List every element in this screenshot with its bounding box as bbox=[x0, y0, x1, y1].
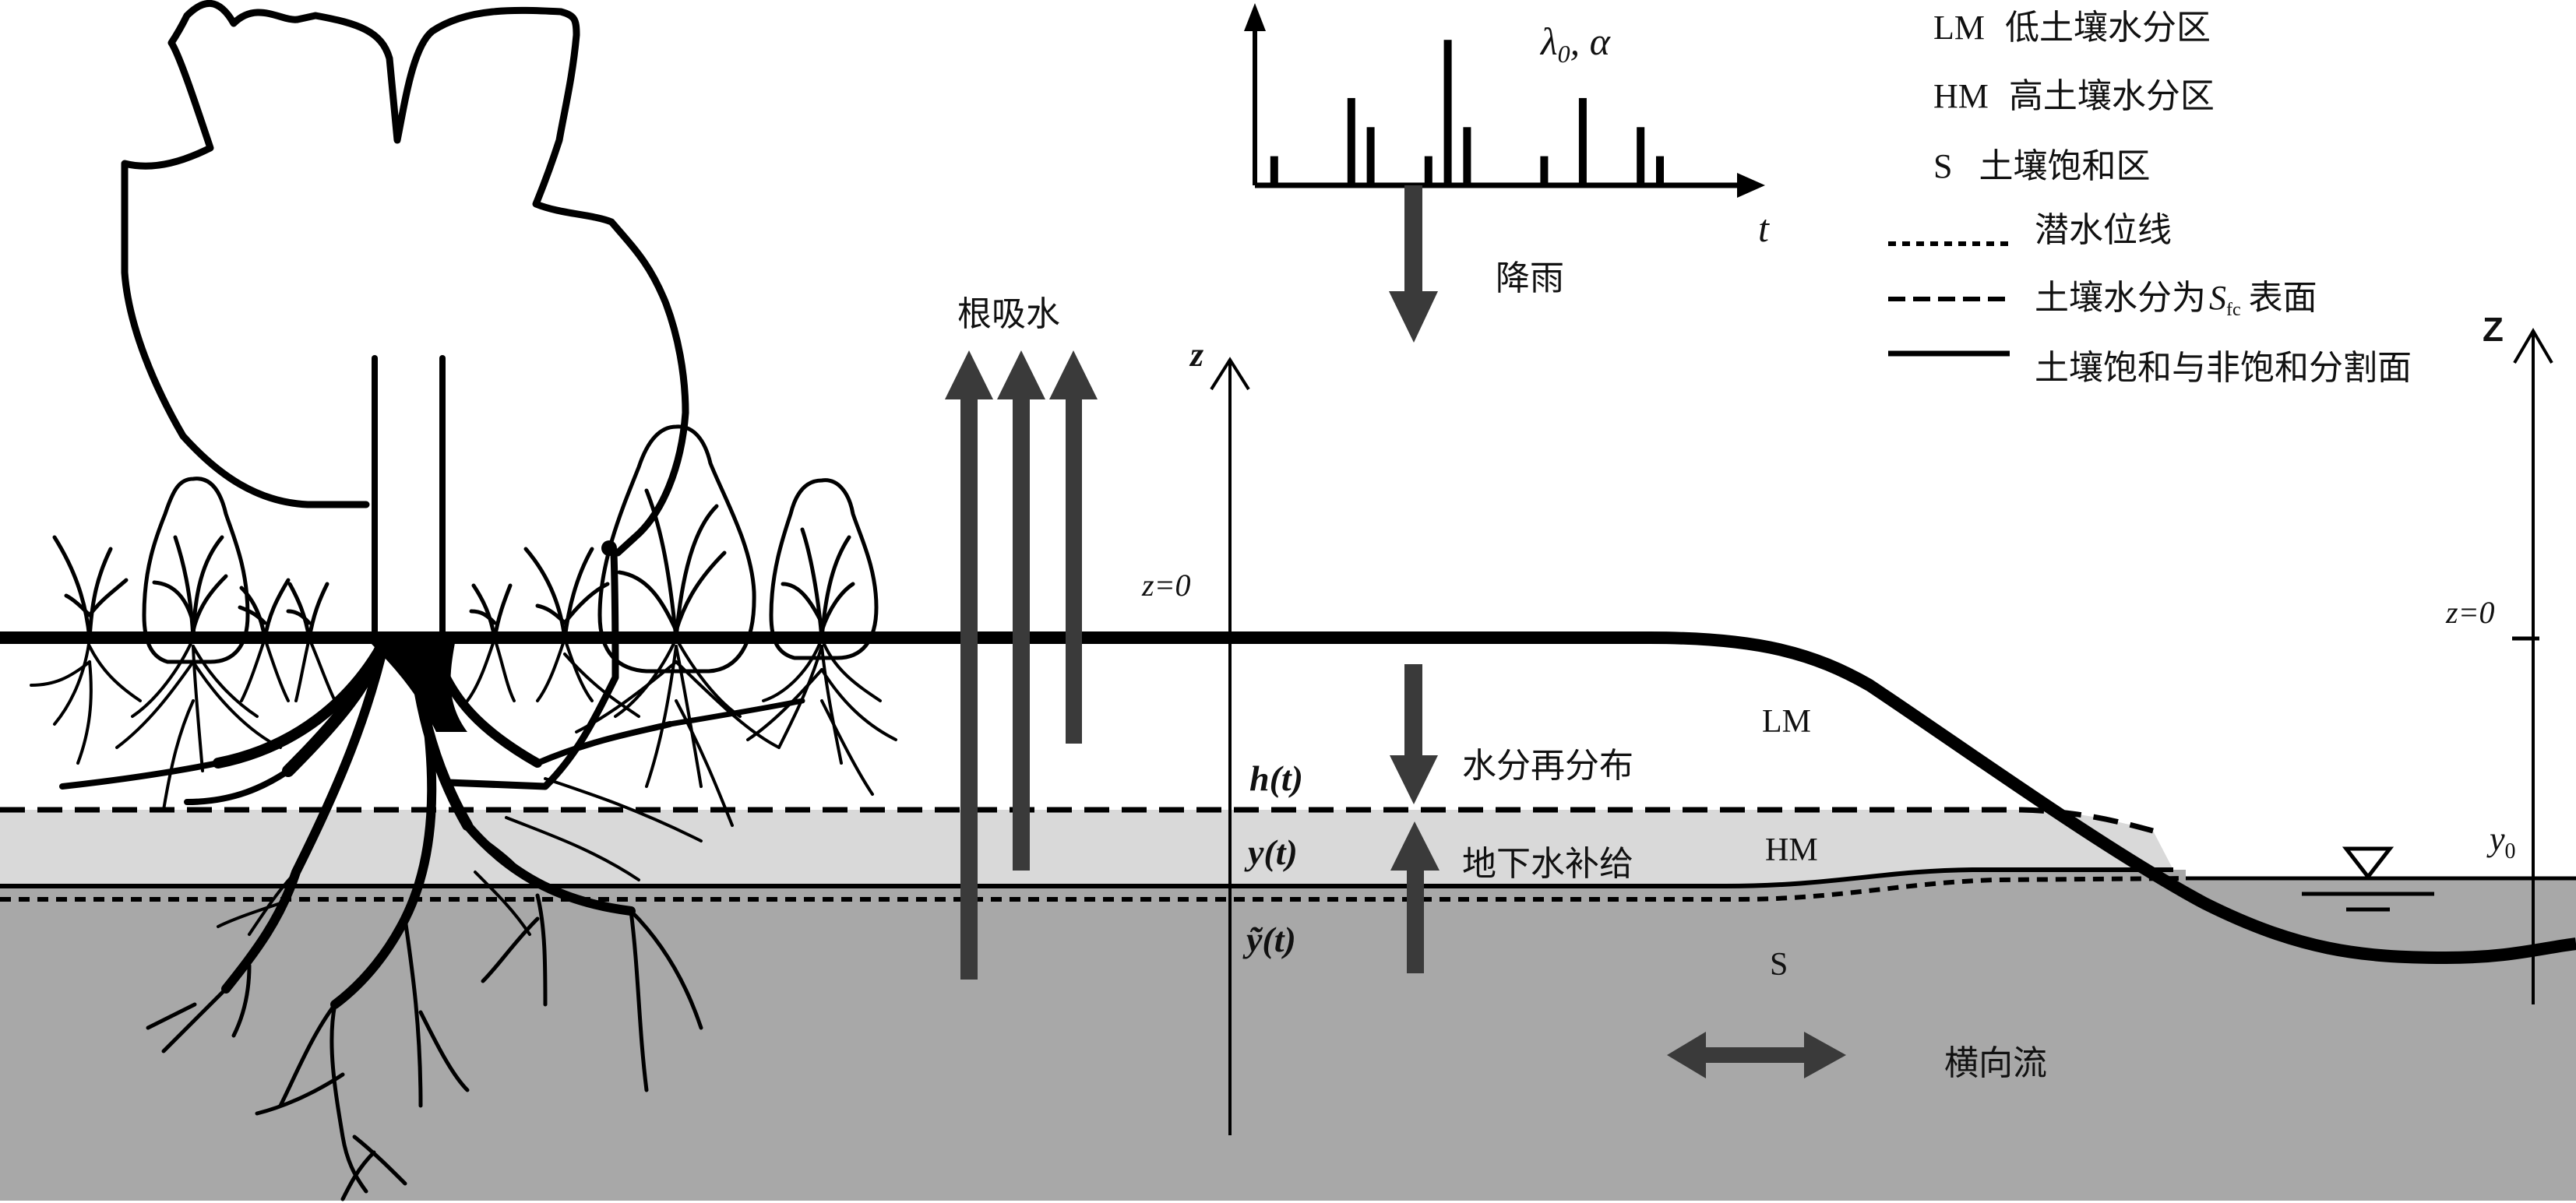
process-arrows bbox=[945, 185, 1846, 1078]
root-uptake-arrow-1 bbox=[945, 350, 993, 980]
rainfall-pulse-7 bbox=[1540, 156, 1549, 185]
ground-surface bbox=[0, 631, 2576, 965]
y-t-label: y(t) bbox=[1244, 832, 1298, 872]
rainfall-pulse-8 bbox=[1578, 97, 1587, 185]
high-moisture-zone bbox=[0, 810, 2173, 886]
saturated-zone bbox=[0, 870, 2576, 1201]
hm-zone-label: HM bbox=[1765, 832, 1818, 868]
lateral-flow-label: 横向流 bbox=[1944, 1043, 2047, 1083]
water-level-icon bbox=[2302, 846, 2434, 912]
rainfall-pulse-2 bbox=[1347, 97, 1355, 185]
left-z-axis bbox=[1210, 357, 1250, 1135]
legend-hm: HM 高土壤水分区 bbox=[1933, 76, 2215, 116]
boundary-lines bbox=[0, 631, 2576, 965]
legend-lm-text: 低土壤水分区 bbox=[2005, 8, 2211, 47]
tree-canopy bbox=[121, 0, 689, 790]
root-system bbox=[30, 637, 897, 1201]
rainfall-pulse-10 bbox=[1656, 156, 1664, 185]
rainfall-chart: λ0, α t bbox=[1244, 3, 1770, 250]
legend-dotted-label: 潜水位线 bbox=[2035, 210, 2172, 250]
legend-dashed-sub: fc bbox=[2226, 300, 2241, 320]
legend-s-text: 土壤饱和区 bbox=[1979, 146, 2150, 186]
y0-main: y bbox=[2486, 820, 2505, 858]
soil-layers bbox=[0, 810, 2576, 1201]
lm-zone-label: LM bbox=[1762, 704, 1811, 740]
y0-label: y0 bbox=[2486, 820, 2516, 864]
legend-lm: LM 低土壤水分区 bbox=[1933, 8, 2211, 47]
rainfall-pulse-4 bbox=[1424, 156, 1432, 185]
legend-dashed-post: 表面 bbox=[2249, 278, 2317, 318]
rainfall-t-arrowhead bbox=[1737, 173, 1765, 198]
rainfall-pulse-5 bbox=[1443, 40, 1452, 186]
root-uptake-arrow-2 bbox=[997, 350, 1045, 871]
right-z0-label: z=0 bbox=[2445, 595, 2495, 630]
rainfall-pulse-6 bbox=[1463, 127, 1471, 185]
left-z-axis-label: z bbox=[1189, 336, 1203, 374]
s-zone-label: S bbox=[1770, 947, 1788, 983]
alpha-symbol: α bbox=[1590, 19, 1612, 63]
left-z0-label: z=0 bbox=[1141, 568, 1191, 603]
rainfall-params-label: λ0, α bbox=[1539, 19, 1612, 68]
legend-dashed-symbol: S bbox=[2209, 279, 2226, 317]
legend-hm-code: HM bbox=[1933, 77, 1989, 115]
right-z-axis-label: Z bbox=[2483, 311, 2504, 349]
shrub-3 bbox=[769, 478, 879, 660]
rainfall-pulse-1 bbox=[1270, 156, 1278, 185]
right-z-axis bbox=[2512, 328, 2553, 1004]
recharge-label: 地下水补给 bbox=[1462, 844, 1633, 884]
legend-solid-label: 土壤饱和与非饱和分割面 bbox=[2035, 348, 2412, 388]
legend-s: S 土壤饱和区 bbox=[1933, 146, 2150, 186]
params-separator: , bbox=[1570, 19, 1590, 63]
legend-s-code: S bbox=[1933, 147, 1952, 185]
recharge-arrow bbox=[1390, 821, 1440, 973]
rainfall-t-label: t bbox=[1758, 206, 1770, 250]
shrub-1 bbox=[142, 477, 250, 664]
lambda-subscript: 0 bbox=[1558, 40, 1570, 68]
legend-lm-code: LM bbox=[1933, 9, 1985, 47]
rainfall-pulses bbox=[1270, 40, 1664, 186]
rainfall-y-arrowhead bbox=[1244, 3, 1266, 31]
redistribution-arrow bbox=[1390, 664, 1438, 804]
y-tilde-t-label: ỹ(t) bbox=[1242, 920, 1296, 959]
y0-sub: 0 bbox=[2505, 839, 2516, 864]
legend-dashed-pre: 土壤水分为 bbox=[2035, 278, 2206, 318]
water-table-line bbox=[0, 876, 2187, 902]
shrub-2 bbox=[597, 424, 756, 674]
rainfall-arrow bbox=[1389, 185, 1438, 343]
lateral-flow-arrow bbox=[1667, 1032, 1846, 1078]
saturation-boundary-line bbox=[0, 867, 2173, 888]
lambda-symbol: λ bbox=[1539, 19, 1558, 63]
vegetation bbox=[52, 0, 879, 790]
redistribution-label: 水分再分布 bbox=[1462, 746, 1633, 786]
rainfall-pulse-9 bbox=[1637, 127, 1645, 185]
sfc-surface-line bbox=[0, 807, 2154, 834]
root-uptake-label: 根吸水 bbox=[957, 294, 1060, 334]
root-uptake-arrow-3 bbox=[1049, 350, 1098, 744]
rainfall-pulse-3 bbox=[1366, 127, 1375, 185]
legend-dashed-label: 土壤水分为Sfc 表面 bbox=[2035, 278, 2317, 320]
h-t-label: h(t) bbox=[1249, 758, 1303, 798]
rainfall-label: 降雨 bbox=[1496, 259, 1564, 298]
legend-hm-text: 高土壤水分区 bbox=[2009, 76, 2215, 116]
